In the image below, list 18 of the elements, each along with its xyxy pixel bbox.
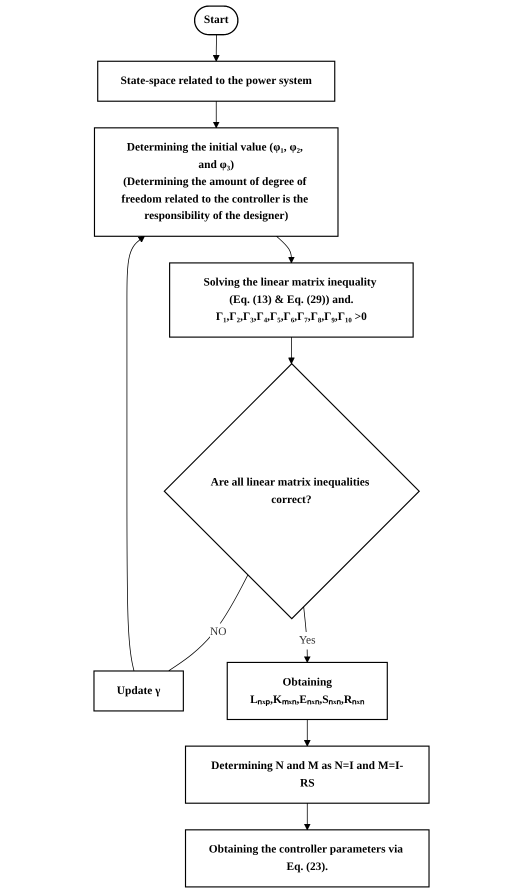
arrow	[288, 336, 295, 364]
arrow	[212, 100, 220, 128]
node-box: Determining N and M as N=I and M=I-RS	[184, 746, 430, 804]
edge-label: Yes	[298, 634, 316, 646]
arrow	[276, 236, 295, 264]
node-box: Determining the initial value (φ₁, φ₂, and φ₃) (Determining the amount of degree of freedom related to the controller is the responsibility of the designer)	[94, 127, 339, 237]
node-box: Solving the linear matrix inequality (Eq. (13) & Eq. (29)) and. Γ₁,Γ₂,Γ₃,Γ₄,Γ₅,Γ₆,Γ₇,Γ₈,Γ₉,Γ₁₀ >0	[169, 262, 414, 338]
arrow	[304, 802, 311, 830]
node-box: Obtaining Lₙₓₚ,Kₘₓₙ,Eₙₓₙ,Sₙₓₙ,Rₙₓₙ	[226, 662, 388, 720]
node-box: Obtaining the controller parameters via Eq. (23).	[184, 829, 430, 888]
arrow	[212, 34, 220, 62]
node-box: State-space related to the power system	[97, 60, 336, 102]
edge-label: NO	[210, 626, 226, 638]
connector	[168, 574, 248, 672]
arrow	[126, 236, 145, 672]
node-diamond: Are all linear matrix inequalities correct?	[164, 362, 420, 620]
arrow	[304, 719, 311, 746]
node-box: Update γ	[93, 670, 184, 712]
